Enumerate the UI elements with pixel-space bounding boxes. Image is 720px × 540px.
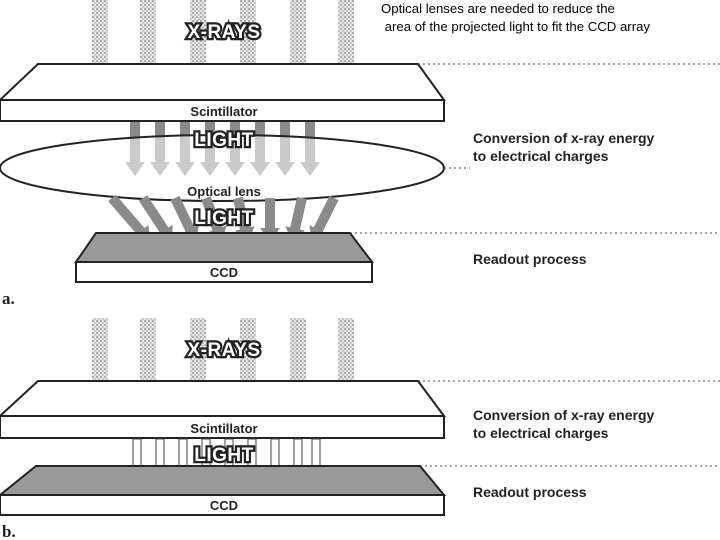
panel-a-converging-arrow-5 (233, 196, 255, 242)
panel-a-converging-arrow-8 (309, 195, 339, 242)
panel-a-converging-arrow-6 (260, 198, 280, 242)
panel-b-readout-caption: Readout process (473, 484, 587, 500)
panel-a: Scintillator Optical lens CCD X-RAYS LIG… (0, 0, 720, 308)
panel-a-scintillator-top (0, 63, 446, 101)
panel-a-light-bottom-label: LIGHT (194, 208, 254, 229)
panel-a-converging-arrow-7 (285, 196, 307, 242)
panel-a-lens-label: Optical lens (187, 184, 261, 199)
panel-a-xrays-label: X-RAYS (187, 22, 260, 43)
panel-b-conversion-caption-2: to electrical charges (473, 425, 609, 441)
panel-a-label: a. (2, 289, 15, 308)
panel-b-scintillator-label: Scintillator (190, 421, 257, 436)
note-line-2: area of the projected light to fit the C… (381, 19, 651, 34)
panel-a-converging-arrow-2 (138, 195, 173, 242)
panel-a-conversion-caption-2: to electrical charges (473, 148, 609, 164)
panel-a-ccd-front (75, 261, 373, 283)
panel-b-scintillator-top (0, 380, 446, 417)
panel-b: Scintillator CCD X-RAYS LIGHT Conversion… (0, 318, 720, 540)
panel-a-scintillator-label: Scintillator (190, 104, 257, 119)
panel-b-ccd-label: CCD (210, 498, 238, 513)
panel-a-light-top-label: LIGHT (194, 130, 254, 151)
panel-b-xrays-label: X-RAYS (187, 340, 260, 361)
note-text: Optical lenses are needed to reduce the … (381, 0, 717, 36)
panel-a-converging-arrow-1 (108, 194, 150, 242)
panel-a-conversion-caption-1: Conversion of x-ray energy (473, 130, 654, 146)
panel-b-scintillator-front (0, 415, 445, 439)
panel-b-conversion-caption-1: Conversion of x-ray energy (473, 407, 654, 423)
note-line-1: Optical lenses are needed to reduce the (381, 1, 615, 16)
panel-a-converging-arrow-4 (201, 196, 227, 242)
panel-a-converging-arrow-3 (170, 195, 199, 242)
panel-a-ccd-label: CCD (210, 265, 238, 280)
panel-b-label: b. (2, 522, 16, 540)
panel-b-ccd-top (0, 465, 447, 496)
panel-b-light-label: LIGHT (194, 445, 254, 466)
panel-a-readout-caption: Readout process (473, 251, 587, 267)
panel-a-light-arrows-bottom (108, 194, 339, 242)
panel-a-ccd-top (74, 232, 375, 263)
panel-a-scintillator-front (0, 99, 445, 122)
panel-b-ccd-front (0, 494, 445, 516)
